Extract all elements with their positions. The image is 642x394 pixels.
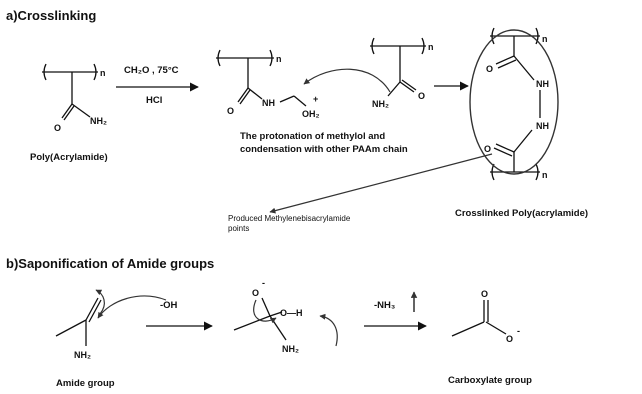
charge-minus: - [262,278,265,288]
polyacrylamide-unit: O NH₂ n [42,63,107,133]
atom-oxygen: O [418,91,425,101]
atom-oxygen: O [484,144,491,154]
caption-protonation-line1: The protonation of methylol and [240,131,385,142]
carboxylate-group: O O - [451,289,520,344]
subscript-n: n [542,170,548,180]
methylol-intermediate: O NH OH₂ + n [216,49,320,119]
reaction-conditions-top: CH₂O , 75°C [124,65,179,76]
tetrahedral-intermediate: O - O—H NH₂ [233,278,338,354]
label-polyacrylamide: Poly(Acrylamide) [30,152,108,163]
atom-amine: NH₂ [90,116,107,126]
atom-oxygen: O [54,123,61,133]
label-crosslink-points-line2: points [228,224,249,233]
label-crosslinked-product: Crosslinked Poly(acrylamide) [455,208,588,219]
subscript-n: n [100,68,106,78]
nucleophilic-attack-arrow [303,68,391,93]
atom-hydroxyl: O—H [280,308,303,318]
crosslink-highlight-ellipse [469,29,559,175]
crosslinked-product: n O NH NH O n [484,27,549,181]
subscript-n: n [428,42,434,52]
atom-oxygen: O [227,106,234,116]
heading-crosslinking: a)Crosslinking [6,8,96,23]
atom-amine: NH₂ [74,350,91,360]
reagent-hydroxide: -OH [160,300,178,311]
atom-imine: NH [536,79,549,89]
subscript-n: n [276,54,282,64]
charge-plus: + [313,94,318,104]
caption-protonation-line2: condensation with other PAAm chain [240,144,408,155]
reaction-conditions-bottom: HCl [146,95,162,106]
electron-push-arrow [95,289,105,315]
atom-oxygen: O [252,288,259,298]
proton-transfer-arrow [319,313,338,347]
heading-saponification: b)Saponification of Amide groups [6,256,214,271]
atom-imine: NH [536,121,549,131]
electron-push-arrow [253,299,277,324]
atom-amine: NH₂ [372,99,389,109]
second-paam-chain: NH₂ O n [370,37,434,109]
atom-protonated-hydroxyl: OH₂ [302,109,320,119]
label-crosslink-points-line1: Produced Methylenebisacrylamide [228,214,351,223]
amide-group: NH₂ [55,289,105,360]
label-amide-group: Amide group [56,378,115,389]
atom-oxygen: O [481,289,488,299]
charge-minus: - [517,326,520,336]
crosslink-pointer-arrow [269,153,493,214]
atom-amine: NH₂ [282,344,299,354]
atom-oxygen: O [506,334,513,344]
reagent-ammonia: -NH₃ [374,300,395,311]
hydroxide-attack-arrow [97,295,167,319]
subscript-n: n [542,34,548,44]
atom-nh: NH [262,98,275,108]
label-carboxylate-group: Carboxylate group [448,375,532,386]
atom-oxygen: O [486,64,493,74]
